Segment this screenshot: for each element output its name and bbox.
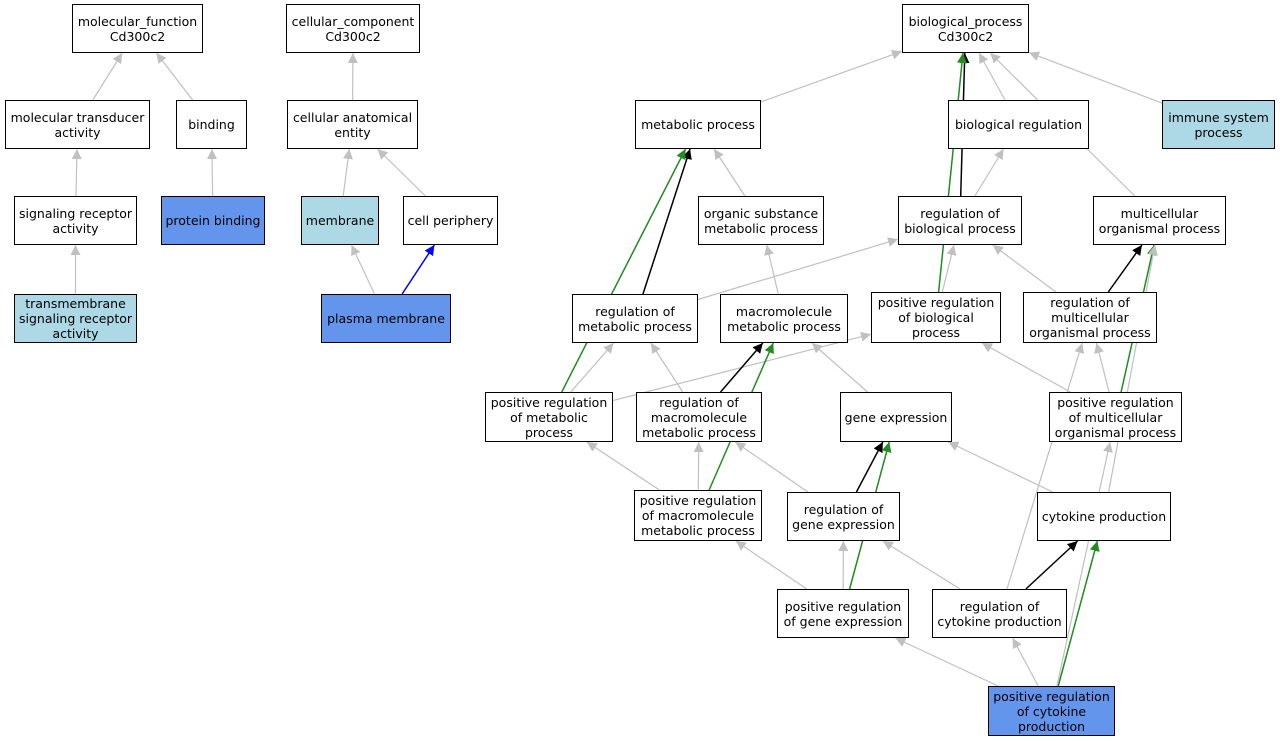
- edge-reg-gene-expression-to-reg-macromolecule-mp: [734, 441, 809, 493]
- node-organic-substance-metabolic-process[interactable]: organic substance metabolic process: [698, 196, 824, 245]
- node-positive-regulation-of-gene-expression[interactable]: positive regulation of gene expression: [777, 589, 909, 638]
- node-binding[interactable]: binding: [176, 100, 247, 149]
- node-plasma-membrane[interactable]: plasma membrane: [321, 294, 451, 343]
- edge-reg-macromolecule-mp-to-reg-metabolic-process: [650, 342, 684, 393]
- node-gene-expression[interactable]: gene expression: [840, 392, 952, 442]
- edge-organic-substance-mp-to-metabolic-process: [713, 148, 746, 197]
- node-regulation-of-cytokine-production[interactable]: regulation of cytokine production: [932, 589, 1067, 638]
- edge-biological-regulation-to-bp-root: [978, 52, 1006, 101]
- edge-pos-reg-biological-to-reg-biological-process: [941, 244, 957, 293]
- edge-cytokine-production-to-gene-expression: [948, 441, 1054, 493]
- node-positive-regulation-of-multicellular-organismal-process[interactable]: positive regulation of multicellular org…: [1049, 392, 1182, 442]
- edge-reg-metabolic-process-to-reg-biological-process: [697, 237, 899, 301]
- edge-signaling-receptor-to-mol-transducer: [71, 148, 82, 197]
- node-multicellular-organismal-process[interactable]: multicellular organismal process: [1093, 196, 1226, 245]
- edge-reg-multicellular-to-reg-biological-process: [992, 244, 1057, 293]
- edge-pos-reg-cytokine-production-to-pos-reg-multicellular: [1056, 441, 1113, 687]
- edge-plasma-membrane-to-cell-periphery: [401, 244, 436, 295]
- edge-pos-reg-biological-to-bp-root: [937, 52, 967, 293]
- node-positive-regulation-of-macromolecule-metabolic-process[interactable]: positive regulation of macromolecule met…: [634, 490, 762, 541]
- node-regulation-of-multicellular-organismal-process[interactable]: regulation of multicellular organismal p…: [1023, 292, 1157, 343]
- edge-binding-to-mf-root: [155, 52, 194, 101]
- node-regulation-of-metabolic-process[interactable]: regulation of metabolic process: [572, 294, 698, 343]
- edge-gene-expression-to-macromolecule-mp: [811, 342, 868, 393]
- edge-pos-reg-cytokine-production-to-cytokine-production: [1057, 540, 1100, 687]
- node-biological-regulation[interactable]: biological regulation: [948, 100, 1089, 149]
- edge-plasma-membrane-to-membrane: [350, 244, 376, 295]
- node-cellular-anatomical-entity[interactable]: cellular anatomical entity: [287, 100, 418, 149]
- node-immune-system-process[interactable]: immune system process: [1162, 100, 1275, 149]
- node-regulation-of-biological-process[interactable]: regulation of biological process: [898, 196, 1022, 245]
- edge-reg-macromolecule-mp-to-macromolecule-mp: [720, 342, 764, 393]
- edge-cytokine-production-to-multicellular-process: [1108, 244, 1158, 493]
- edge-pos-reg-multicellular-to-reg-multicellular: [1094, 342, 1110, 393]
- node-bp-root[interactable]: biological_process Cd300c2: [902, 4, 1029, 53]
- edge-macromolecule-mp-to-organic-substance-mp: [764, 244, 779, 295]
- edge-reg-metabolic-process-to-metabolic-process: [642, 148, 692, 295]
- edge-pos-reg-metabolic-to-metabolic-process: [561, 148, 687, 393]
- edge-reg-gene-expression-to-gene-expression: [855, 441, 884, 493]
- edge-immune-system-process-to-bp-root: [1028, 51, 1163, 104]
- edge-metabolic-process-to-bp-root: [760, 49, 903, 103]
- node-regulation-of-gene-expression[interactable]: regulation of gene expression: [787, 492, 900, 541]
- edge-reg-cytokine-production-to-cytokine-production: [1025, 540, 1079, 590]
- edge-pos-reg-macromolecule-mp-to-pos-reg-metabolic: [586, 441, 660, 491]
- edge-pos-reg-gene-expression-to-pos-reg-macromolecule-mp: [735, 540, 808, 590]
- node-macromolecule-metabolic-process[interactable]: macromolecule metabolic process: [720, 294, 848, 343]
- node-cell-periphery[interactable]: cell periphery: [403, 196, 498, 245]
- edge-mol-transducer-to-mf-root: [92, 52, 123, 101]
- edge-cell-periphery-to-anatomical-entity: [377, 148, 426, 197]
- node-metabolic-process[interactable]: metabolic process: [635, 100, 761, 149]
- node-cc-root[interactable]: cellular_component Cd300c2: [286, 4, 420, 53]
- node-positive-regulation-of-metabolic-process[interactable]: positive regulation of metabolic process: [485, 392, 613, 442]
- node-transmembrane-signaling-receptor-activity[interactable]: transmembrane signaling receptor activit…: [14, 294, 137, 343]
- node-regulation-of-macromolecule-metabolic-process[interactable]: regulation of macromolecule metabolic pr…: [636, 392, 762, 442]
- edge-reg-cytokine-production-to-reg-multicellular: [1006, 342, 1085, 590]
- edge-reg-biological-process-to-biological-regulation: [974, 148, 1005, 197]
- edge-reg-multicellular-to-multicellular-process: [1107, 244, 1143, 293]
- node-membrane[interactable]: membrane: [301, 196, 379, 245]
- node-signaling-receptor-activity[interactable]: signaling receptor activity: [14, 196, 137, 245]
- node-positive-regulation-of-biological-process[interactable]: positive regulation of biological proces…: [871, 292, 1001, 343]
- node-positive-regulation-of-cytokine-production[interactable]: positive regulation of cytokine producti…: [988, 686, 1115, 736]
- edge-protein-binding-to-binding: [207, 148, 218, 197]
- edge-pos-reg-cytokine-production-to-reg-cytokine-production: [1012, 637, 1039, 687]
- edge-membrane-to-anatomical-entity: [342, 148, 353, 197]
- edge-pos-reg-cytokine-production-to-pos-reg-gene-expression: [895, 637, 999, 687]
- edge-pos-reg-metabolic-to-reg-metabolic-process: [570, 342, 615, 393]
- node-molecular-transducer-activity[interactable]: molecular transducer activity: [5, 100, 150, 149]
- node-mf-root[interactable]: molecular_function Cd300c2: [72, 4, 203, 53]
- node-protein-binding[interactable]: protein binding: [161, 196, 265, 245]
- edge-reg-cytokine-production-to-reg-gene-expression: [882, 540, 961, 590]
- edge-pos-reg-multicellular-to-pos-reg-biological: [981, 342, 1071, 393]
- node-cytokine-production[interactable]: cytokine production: [1037, 492, 1171, 541]
